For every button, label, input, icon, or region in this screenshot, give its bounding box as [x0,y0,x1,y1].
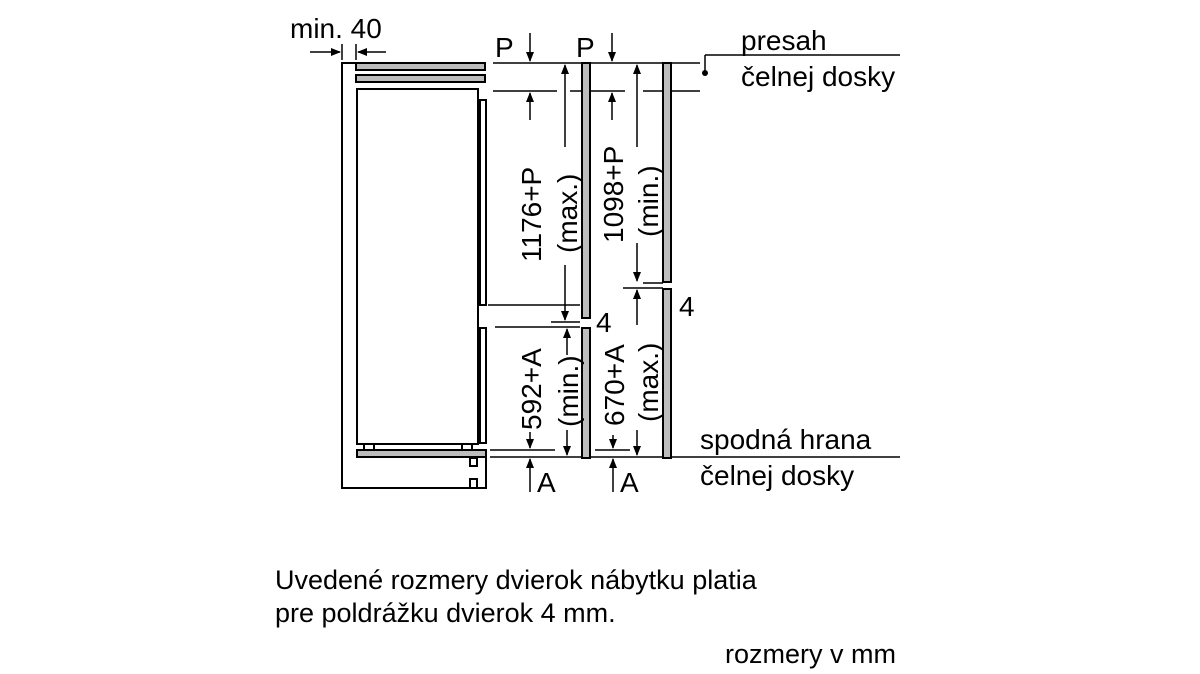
note-line-2: pre poldrážku dvierok 4 mm. [275,598,616,628]
dim-lower-min-note: (min.) [553,355,584,427]
dim-upper-min-note: (min.) [633,165,664,237]
dim-upper-min: 1098+P [598,146,629,243]
presah-label-line2: čelnej dosky [741,61,895,92]
reference-lines [488,54,900,458]
dim-upper-max: 1176+P [516,167,547,262]
gap-label-1: 4 [596,307,612,338]
p-label-2: P [576,32,595,63]
presah-label-line1: presah [741,25,827,56]
min-gap-label: min. 40 [290,13,382,44]
a-label-2: A [620,467,639,498]
door-panels [581,62,672,459]
bottom-edge-label-line1: spodná hrana [700,424,872,455]
p-label-1: P [495,32,514,63]
dimension-arrows [526,33,641,492]
min-gap-dimension [310,44,386,60]
dim-lower-max-note: (max.) [633,343,664,422]
bottom-edge-label-line2: čelnej dosky [700,460,854,491]
note-line-1: Uvedené rozmery dvierok nábytku platia [275,565,758,595]
units-note: rozmery v mm [725,639,896,669]
dim-lower-min: 592+A [516,348,547,430]
dim-upper-max-note: (max.) [552,174,583,253]
a-label-1: A [537,467,556,498]
cabinet-niche [341,62,487,489]
gap-label-2: 4 [679,291,695,322]
dim-lower-max: 670+A [599,344,630,426]
